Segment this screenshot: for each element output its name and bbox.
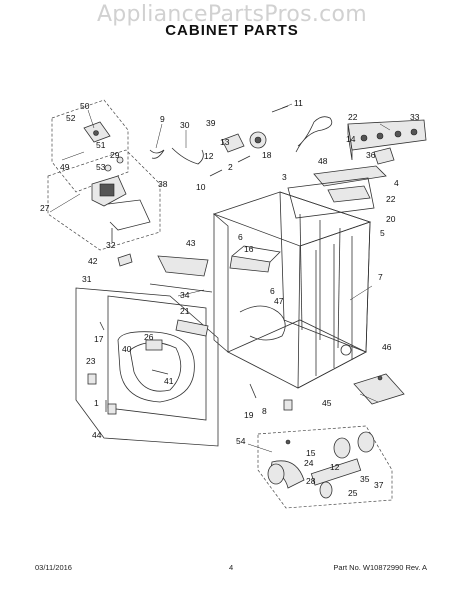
callout-43: 43 bbox=[186, 238, 196, 248]
callout-32: 32 bbox=[106, 240, 116, 250]
support-brackets bbox=[149, 245, 281, 293]
callout-29: 29 bbox=[110, 150, 120, 160]
callout-21: 21 bbox=[180, 306, 190, 316]
footer-part-number: Part No. W10872990 Rev. A bbox=[333, 563, 427, 572]
callout-22b: 22 bbox=[386, 194, 396, 204]
leveling-legs bbox=[249, 383, 293, 411]
callout-30: 30 bbox=[180, 120, 190, 130]
callout-44: 44 bbox=[92, 430, 102, 440]
callout-25: 25 bbox=[348, 488, 358, 498]
callout-7: 7 bbox=[378, 272, 383, 282]
callout-26: 26 bbox=[144, 332, 154, 342]
callout-9: 9 bbox=[160, 114, 165, 124]
callout-54: 54 bbox=[236, 436, 246, 446]
callout-38: 38 bbox=[158, 179, 168, 189]
callout-52: 52 bbox=[66, 113, 76, 123]
leader-lines bbox=[49, 103, 391, 453]
callout-17: 17 bbox=[94, 334, 104, 344]
callout-49: 49 bbox=[60, 162, 70, 172]
callout-22: 22 bbox=[348, 112, 358, 122]
callout-13: 13 bbox=[220, 137, 230, 147]
page-title: CABINET PARTS bbox=[165, 22, 299, 39]
callout-24: 24 bbox=[304, 458, 314, 468]
callout-numbers: 50 52 51 49 9 30 11 39 13 18 12 48 22 33… bbox=[40, 98, 420, 498]
callout-6b: 6 bbox=[270, 286, 275, 296]
control-panel-assembly bbox=[347, 119, 427, 165]
callout-18: 18 bbox=[262, 150, 272, 160]
callout-51: 51 bbox=[96, 140, 106, 150]
vent-plate bbox=[353, 373, 405, 405]
callout-11: 11 bbox=[294, 98, 303, 108]
callout-12: 12 bbox=[204, 151, 214, 161]
callout-28: 28 bbox=[306, 476, 316, 486]
callout-27: 27 bbox=[40, 203, 50, 213]
callout-20: 20 bbox=[386, 214, 396, 224]
latch-clip bbox=[117, 253, 133, 267]
front-panel bbox=[75, 287, 219, 447]
exhaust-parts-group bbox=[257, 425, 393, 509]
callout-8: 8 bbox=[262, 406, 267, 416]
callout-12b: 12 bbox=[330, 462, 340, 472]
callout-34: 34 bbox=[180, 290, 190, 300]
callout-47: 47 bbox=[274, 296, 284, 306]
callout-19: 19 bbox=[244, 410, 254, 420]
callout-39: 39 bbox=[206, 118, 216, 128]
callout-5: 5 bbox=[380, 228, 385, 238]
callout-35: 35 bbox=[360, 474, 370, 484]
callout-16: 16 bbox=[244, 244, 254, 254]
callout-15: 15 bbox=[306, 448, 316, 458]
callout-1: 1 bbox=[94, 398, 99, 408]
watermark-text: AppliancePartsPros.com bbox=[96, 2, 368, 27]
door-switch-parts bbox=[221, 105, 289, 163]
callout-46: 46 bbox=[382, 342, 392, 352]
callout-23: 23 bbox=[86, 356, 96, 366]
callout-4: 4 bbox=[394, 178, 399, 188]
callout-48: 48 bbox=[318, 156, 328, 166]
callout-10: 10 bbox=[196, 182, 206, 192]
callout-50: 50 bbox=[80, 101, 90, 111]
callout-42: 42 bbox=[88, 256, 98, 266]
callout-2: 2 bbox=[228, 162, 233, 172]
callout-45: 45 bbox=[322, 398, 332, 408]
footer-date: 03/11/2016 bbox=[35, 563, 72, 572]
callout-40: 40 bbox=[122, 344, 132, 354]
callout-6: 6 bbox=[238, 232, 243, 242]
wire-harness-48 bbox=[295, 116, 333, 153]
callout-33: 33 bbox=[410, 112, 420, 122]
callout-53: 53 bbox=[96, 162, 106, 172]
callout-41: 41 bbox=[164, 376, 174, 386]
footer-page-number: 4 bbox=[229, 563, 234, 572]
callout-3: 3 bbox=[282, 172, 287, 182]
callout-37: 37 bbox=[374, 480, 384, 490]
callout-36: 36 bbox=[366, 150, 376, 160]
callout-31: 31 bbox=[82, 274, 92, 284]
cabinet-body bbox=[212, 191, 372, 389]
console-parts-group bbox=[47, 99, 223, 251]
callout-14: 14 bbox=[346, 134, 356, 144]
top-brackets bbox=[287, 165, 387, 219]
